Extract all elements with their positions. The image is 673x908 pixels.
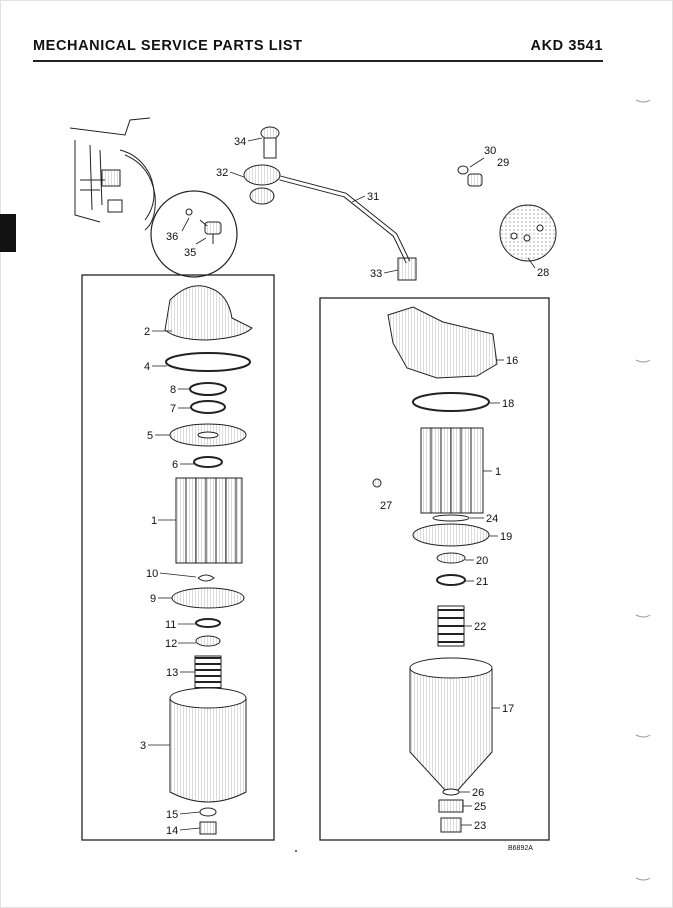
callout-5: 5 xyxy=(147,430,153,442)
callout-17: 17 xyxy=(502,703,514,715)
gasket-disc xyxy=(499,204,557,262)
edge-index-tab xyxy=(0,214,16,252)
callout-numbers: 34 32 31 30 29 36 35 33 28 2 4 8 7 5 6 1… xyxy=(140,136,549,852)
callout-9: 9 xyxy=(150,593,156,605)
callout-1-left: 1 xyxy=(151,515,157,527)
callout-15: 15 xyxy=(166,809,178,821)
callout-6: 6 xyxy=(172,459,178,471)
callout-4: 4 xyxy=(144,361,150,373)
engine-fragment-drawing xyxy=(69,117,156,231)
callout-13: 13 xyxy=(166,667,178,679)
callout-12: 12 xyxy=(165,638,177,650)
left-filter-box xyxy=(81,274,275,841)
document-code: AKD 3541 xyxy=(530,38,603,54)
page-title: MECHANICAL SERVICE PARTS LIST xyxy=(33,38,303,54)
callout-7: 7 xyxy=(170,403,176,415)
callout-2: 2 xyxy=(144,326,150,338)
callout-36: 36 xyxy=(166,231,178,243)
callout-23: 23 xyxy=(474,820,486,832)
drawing-reference: B6892A xyxy=(508,845,533,852)
callout-34: 34 xyxy=(234,136,246,148)
callout-10: 10 xyxy=(146,568,158,580)
callout-30: 30 xyxy=(484,145,496,157)
callout-14: 14 xyxy=(166,825,178,837)
callout-21: 21 xyxy=(476,576,488,588)
callout-11: 11 xyxy=(165,619,176,631)
callout-22: 22 xyxy=(474,621,486,633)
callout-24: 24 xyxy=(486,513,498,525)
right-filter-box xyxy=(319,297,550,841)
callout-26: 26 xyxy=(472,787,484,799)
callout-35: 35 xyxy=(184,247,196,259)
callout-8: 8 xyxy=(170,384,176,396)
stray-dot xyxy=(295,850,297,852)
detail-circle xyxy=(150,190,238,278)
leader-lines xyxy=(148,137,536,831)
callout-1-right: 1 xyxy=(495,466,501,478)
callout-16: 16 xyxy=(506,355,518,367)
callout-27: 27 xyxy=(380,500,392,512)
callout-20: 20 xyxy=(476,555,488,567)
left-filter-parts xyxy=(164,285,253,835)
callout-31: 31 xyxy=(367,191,379,203)
edge-marks xyxy=(635,99,651,881)
callout-18: 18 xyxy=(502,398,514,410)
callout-19: 19 xyxy=(500,531,512,543)
callout-29: 29 xyxy=(497,157,509,169)
callout-32: 32 xyxy=(216,167,228,179)
callout-3: 3 xyxy=(140,740,146,752)
callout-25: 25 xyxy=(474,801,486,813)
callout-28: 28 xyxy=(537,267,549,279)
oil-pipe-assembly xyxy=(243,126,417,281)
nut-and-washer xyxy=(457,165,483,187)
header-rule xyxy=(33,60,603,62)
callout-33: 33 xyxy=(370,268,382,280)
right-filter-parts xyxy=(372,306,498,833)
